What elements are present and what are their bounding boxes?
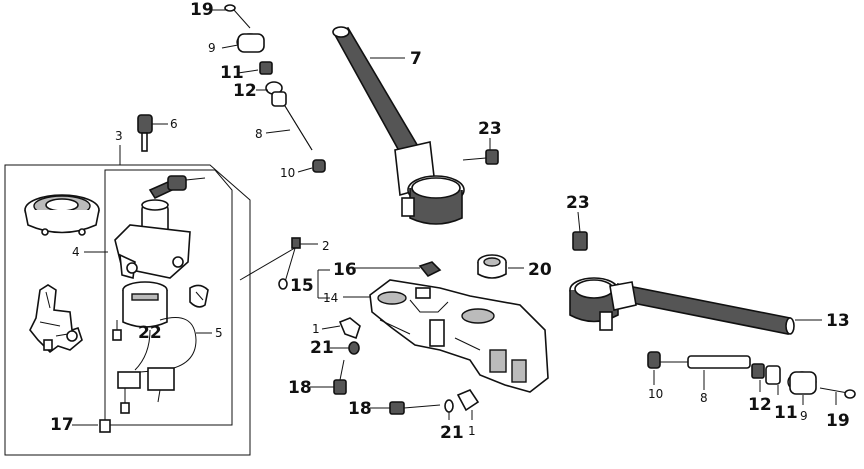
switch-cylinder	[117, 281, 197, 414]
bolt-17	[72, 405, 111, 433]
clip-1-upper	[321, 317, 361, 340]
bracket-16	[352, 261, 442, 278]
callout-5: 5	[215, 326, 223, 340]
callout-7: 7	[410, 49, 422, 69]
clip-1-lower	[456, 389, 480, 420]
assembly-inner-box	[104, 169, 233, 426]
callout-17: 17	[50, 415, 74, 435]
right-handlebar	[569, 277, 822, 335]
pin-2	[278, 237, 318, 290]
washer-21-upper	[330, 341, 360, 355]
callout-2: 2	[322, 239, 330, 253]
left-handlebar	[332, 26, 465, 225]
callout-11-lower: 11	[774, 403, 798, 423]
lock-mechanism-part	[29, 284, 83, 354]
callout-labels: 19 9 11 12 8 10 7 23 23 3 6 4 5 22 17 2 …	[50, 0, 850, 443]
assembly-outline-box	[4, 164, 251, 456]
bolt-23-lower	[572, 211, 588, 251]
bracket-15-lines	[317, 269, 330, 299]
damper-upper-group	[212, 4, 326, 173]
damper-lower-group	[647, 351, 856, 405]
callout-8-lower: 8	[700, 391, 708, 405]
ignition-assembly-group	[4, 164, 251, 456]
callout-18-lower: 18	[348, 399, 372, 419]
clamp-bracket	[189, 284, 209, 308]
callout-10-lower: 10	[648, 387, 663, 401]
callout-21-lower: 21	[440, 423, 464, 443]
callout-4: 4	[72, 245, 80, 259]
callout-20: 20	[528, 260, 552, 280]
callout-13: 13	[826, 311, 850, 331]
callout-16: 16	[333, 260, 357, 280]
callout-19-top: 19	[190, 0, 214, 20]
callout-3: 3	[115, 129, 123, 143]
washer-21-lower	[444, 399, 454, 420]
callout-23-upper: 23	[478, 119, 502, 139]
callout-22: 22	[138, 323, 162, 343]
callout-12-top: 12	[233, 81, 257, 101]
top-bridge-part	[343, 279, 549, 393]
leader-2	[239, 244, 301, 281]
callout-18-upper: 18	[288, 378, 312, 398]
callout-9-top: 9	[208, 41, 216, 55]
callout-12-lower: 12	[748, 395, 772, 415]
callout-15: 15	[290, 276, 314, 296]
ignition-switch-body	[114, 175, 206, 280]
bolt-23-upper	[462, 138, 499, 165]
callout-1-lower: 1	[468, 424, 476, 438]
callout-9-lower: 9	[800, 409, 808, 423]
callout-1-upper: 1	[312, 322, 320, 336]
callout-8-top: 8	[255, 127, 263, 141]
bolt-18-lower	[370, 401, 441, 415]
callout-10-top: 10	[280, 166, 295, 180]
callout-14: 14	[323, 291, 338, 305]
callout-21-upper: 21	[310, 338, 334, 358]
key-part	[137, 114, 168, 152]
callout-6: 6	[170, 117, 178, 131]
cap-part	[24, 194, 100, 236]
nut-20	[477, 254, 524, 279]
callout-19-lower: 19	[826, 411, 850, 431]
callout-11-top: 11	[220, 63, 244, 83]
callout-23-lower: 23	[566, 193, 590, 213]
screw-22	[112, 320, 122, 341]
bolt-18-upper	[310, 359, 347, 395]
